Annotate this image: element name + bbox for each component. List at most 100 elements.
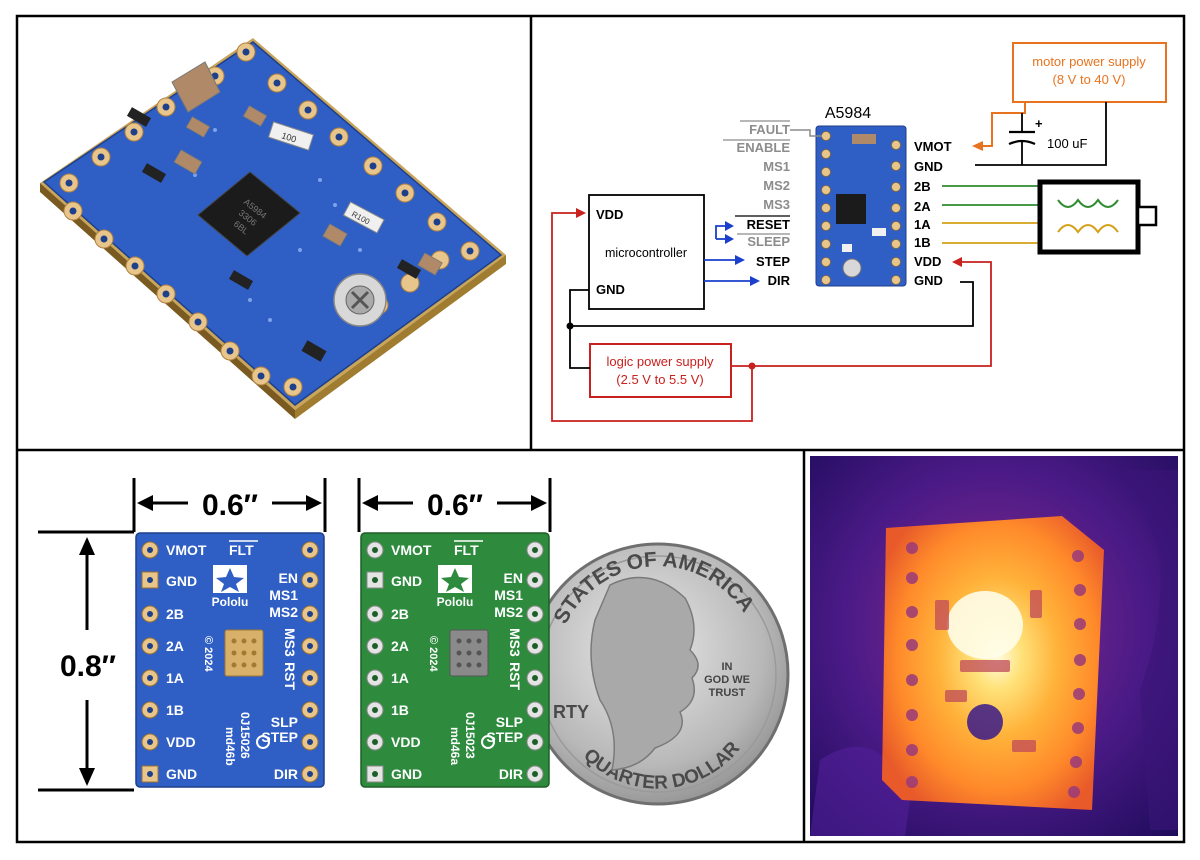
pin-vmot: VMOT [914, 139, 952, 154]
blue-label-2b: 2B [166, 606, 184, 622]
blue-logo-text: Pololu [212, 595, 249, 609]
green-label-1b: 1B [391, 702, 409, 718]
coin-motto-1: IN [722, 661, 733, 673]
blue-label-en: EN [279, 570, 298, 586]
pin-ms2: MS2 [763, 178, 790, 193]
blue-label-vmot: VMOT [166, 542, 207, 558]
blue-label-rst: RST [282, 662, 298, 690]
coin-side-text: RTY [553, 702, 589, 722]
pin-ms3: MS3 [763, 197, 790, 212]
green-label-step: STEP [486, 729, 523, 745]
green-part-number: 0J15023 [463, 712, 477, 759]
blue-part-number: 0J15026 [238, 712, 252, 759]
mcu-label: microcontroller [605, 246, 687, 260]
capacitor-plus: + [1035, 116, 1043, 131]
winding-2 [1057, 198, 1119, 208]
coin-motto-3: TRUST [709, 687, 746, 699]
motor-power-supply-line1: motor power supply [1032, 54, 1146, 69]
logic-power-supply-line1: logic power supply [607, 354, 714, 369]
green-label-slp: SLP [496, 714, 523, 730]
blue-board-right-labels: EN MS1 MS2 STEP DIR [261, 570, 298, 782]
green-label-1a: 1A [391, 670, 409, 686]
green-label-gnd-2: GND [391, 766, 422, 782]
width-dimension-2: 0.6″ [427, 489, 483, 522]
active-low-overlines [723, 120, 790, 235]
blue-year: © 2024 [202, 636, 214, 673]
chip-label: A5984 [825, 105, 871, 122]
thermal-image [810, 456, 1178, 836]
blue-label-slp: SLP [271, 714, 298, 730]
schematic-right-pins: VMOT GND 2B 2A 1A 1B VDD GND [914, 139, 952, 288]
pin-vdd-logic: VDD [914, 254, 941, 269]
green-label-vdd: VDD [391, 734, 421, 750]
pin-fault: FAULT [749, 122, 790, 137]
coin-motto-2: GOD WE [704, 674, 750, 686]
photo-resistor-a: 100 [280, 130, 297, 144]
blue-label-ms2: MS2 [269, 604, 298, 620]
mcu-gnd-label: GND [596, 282, 625, 297]
green-label-en: EN [504, 570, 523, 586]
pin-1a: 1A [914, 217, 931, 232]
green-label-ms1: MS1 [494, 587, 523, 603]
photo-capacitor [171, 61, 221, 113]
blue-label-2a: 2A [166, 638, 184, 654]
blue-pololu-logo-icon [216, 568, 244, 592]
green-label-flt: FLT [454, 542, 479, 558]
blue-board-left-labels: VMOT GND 2B 2A 1A 1B VDD GND [166, 542, 207, 782]
green-label-dir: DIR [499, 766, 523, 782]
green-label-2a: 2A [391, 638, 409, 654]
photo-chip [197, 171, 301, 257]
blue-label-1a: 1A [166, 670, 184, 686]
green-board-left-pads [366, 541, 384, 783]
pin-2a: 2A [914, 199, 931, 214]
dimension-drawing: 0.6″ 0.6″ 0.8″ [38, 478, 552, 792]
blue-label-ms3: MS3 [282, 628, 298, 657]
green-label-gnd-1: GND [391, 573, 422, 589]
green-label-vmot: VMOT [391, 542, 432, 558]
mcu-vdd-label: VDD [596, 207, 623, 222]
stepper-motor [1037, 179, 1141, 255]
blue-board: VMOT GND 2B 2A 1A 1B VDD GND FLT EN MS1 … [135, 532, 325, 788]
logic-power-supply-line2: (2.5 V to 5.5 V) [616, 372, 703, 387]
green-board: VMOT GND 2B 2A 1A 1B VDD GND FLT EN MS1 … [360, 532, 550, 788]
green-board-left-labels: VMOT GND 2B 2A 1A 1B VDD GND [391, 542, 432, 782]
pin-gnd-motor: GND [914, 159, 943, 174]
blue-label-gnd-1: GND [166, 573, 197, 589]
motor-power-supply-box [1012, 42, 1167, 103]
blue-label-ms1: MS1 [269, 587, 298, 603]
pin-ms1: MS1 [763, 159, 790, 174]
height-dimension: 0.8″ [60, 650, 116, 683]
blue-label-dir: DIR [274, 766, 298, 782]
capacitor-label: 100 uF [1047, 136, 1088, 151]
green-year: © 2024 [427, 636, 439, 673]
outer-border [15, 14, 1186, 844]
motor-power-supply-line2: (8 V to 40 V) [1053, 72, 1126, 87]
green-label-2b: 2B [391, 606, 409, 622]
green-label-rst: RST [507, 662, 523, 690]
blue-label-flt: FLT [229, 542, 254, 558]
green-board-right-labels: EN MS1 MS2 STEP DIR [486, 570, 523, 782]
product-photo: A5984 3306 6BL 100 R100 [40, 38, 506, 419]
pin-sleep: SLEEP [747, 234, 790, 249]
blue-revision: md46b [223, 727, 237, 766]
green-pololu-logo-icon [441, 568, 469, 592]
green-revision: md46a [448, 727, 462, 765]
pin-gnd-logic: GND [914, 273, 943, 288]
green-label-ms2: MS2 [494, 604, 523, 620]
pin-2b: 2B [914, 179, 931, 194]
thermal-potentiometer [967, 704, 1003, 740]
blue-label-1b: 1B [166, 702, 184, 718]
wiring-schematic: motor power supply (8 V to 40 V) + 100 u… [551, 42, 1167, 422]
winding-1 [1057, 224, 1119, 234]
blue-label-step: STEP [261, 729, 298, 745]
pin-reset: RESET [747, 217, 790, 232]
blue-label-gnd-2: GND [166, 766, 197, 782]
width-dimension-1: 0.6″ [202, 489, 258, 522]
quarter-coin: STATES OF AMERICA QUARTER DOLLAR IN GOD … [526, 542, 790, 806]
pin-dir: DIR [768, 273, 791, 288]
logic-power-supply-box [589, 343, 732, 398]
microcontroller-box [588, 194, 705, 310]
pin-1b: 1B [914, 235, 931, 250]
schematic-left-pins: FAULT ENABLE MS1 MS2 MS3 RESET SLEEP STE… [737, 122, 791, 288]
